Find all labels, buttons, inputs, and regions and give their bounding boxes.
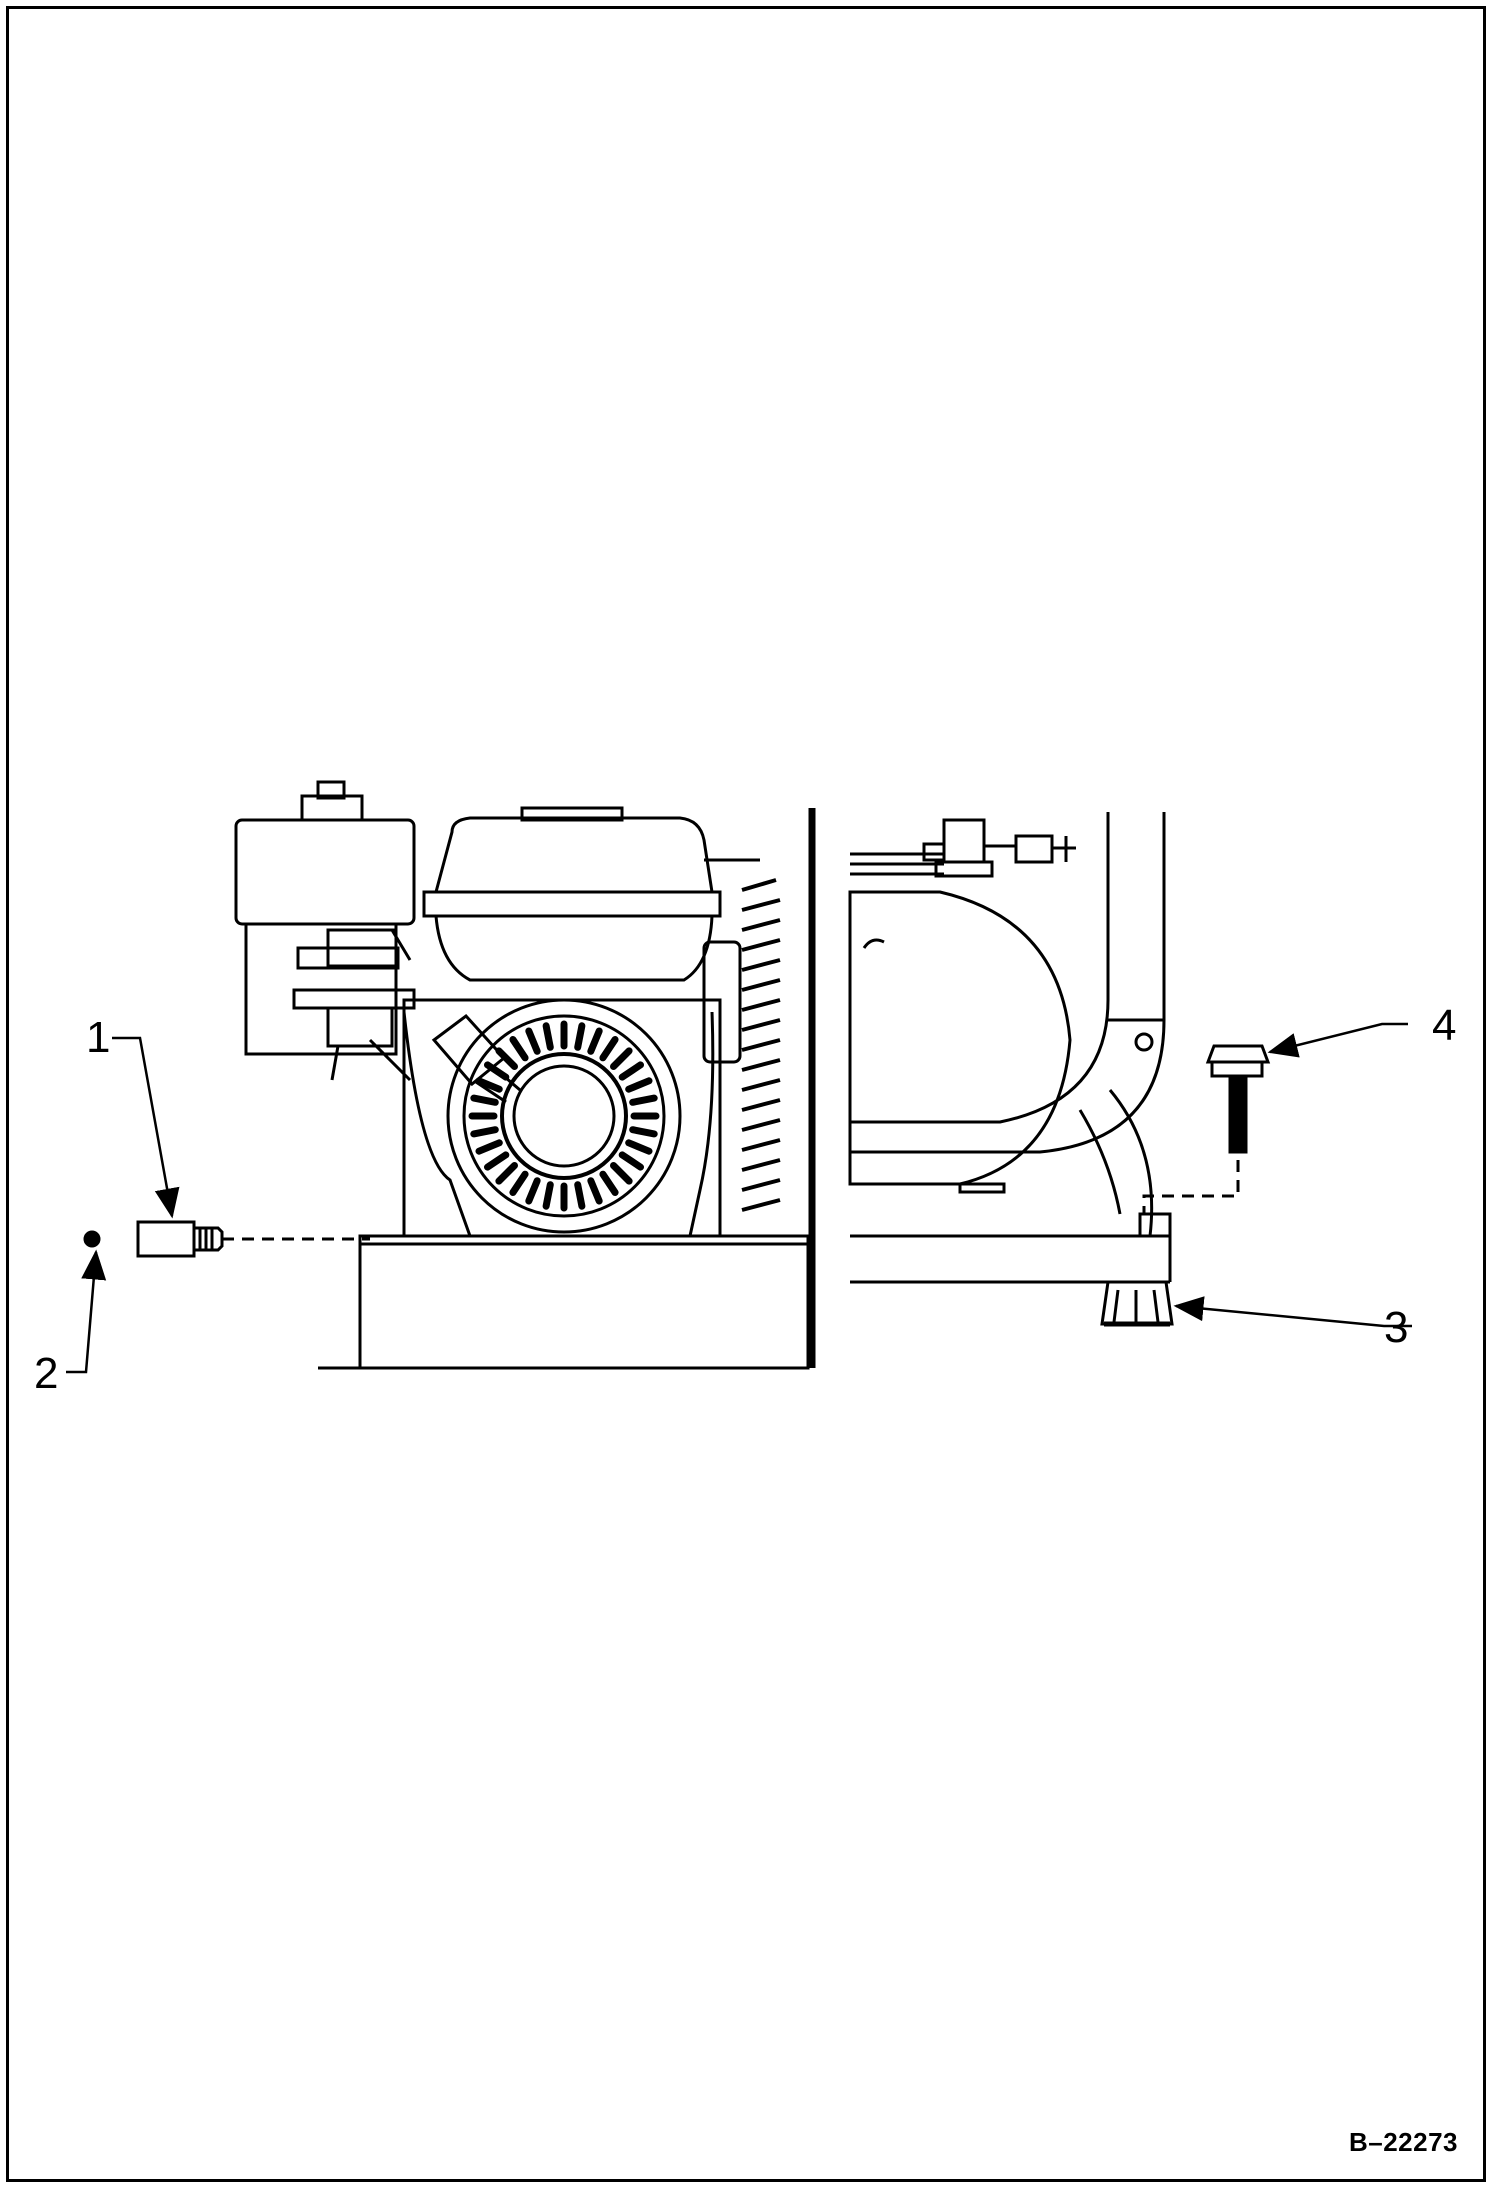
frame-rail-outer [850, 812, 1166, 1154]
vent-slot [509, 1170, 529, 1196]
callout-4: 4 [1432, 1001, 1456, 1050]
vent-slot [625, 1139, 653, 1155]
vent-slot [495, 1162, 518, 1185]
vent-slot [484, 1151, 510, 1171]
frame-view [848, 812, 1174, 1327]
air-cleaner [234, 818, 416, 926]
vent-slot [629, 1094, 658, 1106]
vent-slot [475, 1139, 503, 1155]
callout-2: 2 [34, 1349, 58, 1398]
vent-slot [574, 1181, 586, 1210]
engine-view [234, 780, 810, 1370]
vent-slot [495, 1047, 518, 1070]
valve-fitting [1014, 834, 1054, 864]
cooling-fins [741, 878, 781, 1212]
fitting-body [136, 1220, 196, 1258]
vent-slot [629, 1126, 658, 1138]
vent-slot [587, 1177, 603, 1205]
vent-slot [475, 1077, 503, 1093]
vent-slot [618, 1061, 644, 1081]
callout-leaders [66, 1022, 1412, 1374]
vent-slot [484, 1061, 510, 1081]
callout-3: 3 [1384, 1303, 1408, 1352]
vent-slot [574, 1022, 586, 1051]
vent-slot [542, 1181, 554, 1210]
vent-slot [610, 1162, 633, 1185]
flywheel-cover [446, 998, 682, 1234]
vent-slot [587, 1027, 603, 1055]
fuel-tank [434, 816, 714, 894]
figure-id: B–22273 [1348, 2127, 1458, 2157]
vent-slot [470, 1094, 499, 1106]
page-border [6, 6, 1486, 2182]
vent-slot [599, 1170, 619, 1196]
callout-1: 1 [86, 1013, 110, 1062]
vent-slot [618, 1151, 644, 1171]
fitting-assembly [83, 1220, 370, 1258]
cap [83, 1230, 101, 1248]
engine-housing [402, 998, 722, 1238]
bolt [1142, 1044, 1271, 1214]
accumulator-tank [848, 890, 1072, 1186]
vent-slot [525, 1027, 541, 1055]
rubber-mount [1100, 1280, 1174, 1326]
vent-slot [470, 1126, 499, 1138]
engine-base [358, 1234, 810, 1370]
vent-slot [599, 1036, 619, 1062]
vent-slot [509, 1036, 529, 1062]
accumulator-valve [942, 818, 986, 864]
flywheel-vent-slots [468, 1020, 660, 1212]
vent-slot [625, 1077, 653, 1093]
frame-rail-inner [850, 812, 1110, 1124]
vent-slot [525, 1177, 541, 1205]
vent-slot [542, 1022, 554, 1051]
vent-slot [610, 1047, 633, 1070]
